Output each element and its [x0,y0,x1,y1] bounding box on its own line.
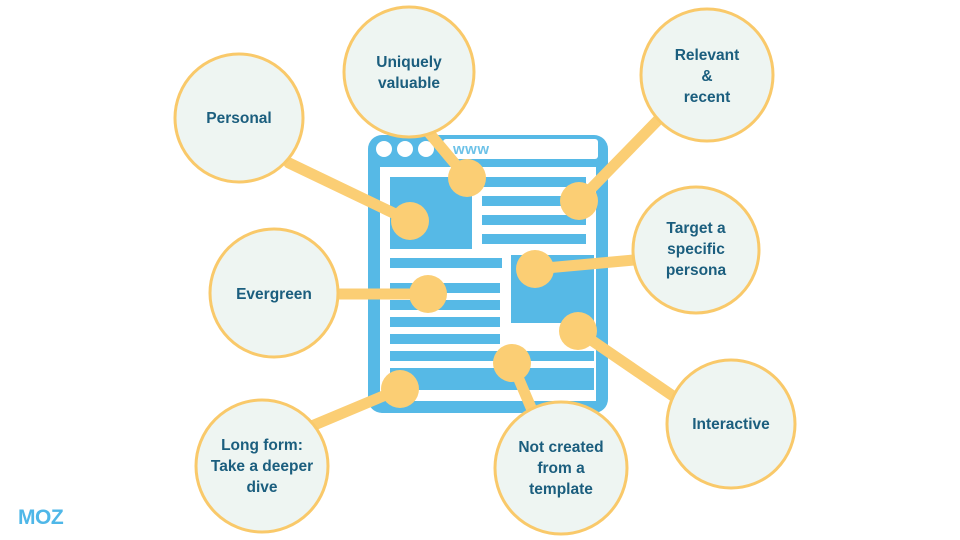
bubble-label-line: & [701,68,712,85]
bubble-label-line: persona [666,262,727,279]
wide-bar-top [390,258,502,268]
text-line-l5 [390,351,594,361]
bubble-evergreen[interactable]: Evergreen [208,227,340,359]
bubble-circle[interactable] [173,52,305,184]
node-dot-interactive [559,312,597,350]
bubble-label-line: specific [667,241,725,258]
node-dot-uniquely-valuable [448,159,486,197]
bubble-personal[interactable]: Personal [173,52,305,184]
node-dot-relevant-recent [560,182,598,220]
bubble-circle[interactable] [665,358,797,490]
footer-bar-wide [390,368,594,390]
bubble-interactive[interactable]: Interactive [665,358,797,490]
text-line-r3 [482,215,586,225]
bubble-long-form-take-a-deeper-dive[interactable]: Long form: Take a deeper dive [194,398,330,534]
bubble-circle[interactable] [194,398,330,534]
node-dot-not-created-from-template [493,344,531,382]
bubble-label-line: valuable [378,75,440,92]
browser-dot-3 [418,141,434,157]
bubble-label-line: dive [246,479,277,496]
text-line-r1 [482,177,586,187]
bubble-not-created-from-a-template[interactable]: Not created from a template [493,400,629,536]
bubble-uniquely-valuable[interactable]: Uniquely valuable [342,5,476,139]
text-line-l4 [390,334,500,344]
bubble-label-line: Evergreen [236,286,312,303]
node-dot-evergreen [409,275,447,313]
bubble-label-line: Interactive [692,416,770,433]
bubble-label-line: Long form: [221,437,303,454]
text-line-r2 [482,196,586,206]
bubble-label-line: Personal [206,110,271,127]
url-bar [443,139,598,159]
bubble-circle[interactable] [208,227,340,359]
moz-logo: MOZ [18,506,64,529]
bubble-label-line: Relevant [675,47,740,64]
connector-personal [283,157,416,227]
connector-interactive [572,325,679,402]
bubble-relevant-recent[interactable]: Relevant & recent [639,7,775,143]
bubble-circle[interactable] [342,5,476,139]
bubble-label-line: recent [684,89,731,106]
connector-relevant-recent [573,113,665,207]
text-line-l3 [390,317,500,327]
bubble-label-line: from a [537,460,585,477]
text-line-r4 [482,234,586,244]
bubble-label-line: Not created [518,439,603,456]
browser-dot-1 [376,141,392,157]
node-dot-target-specific-persona [516,250,554,288]
bubble-label-line: Take a deeper [211,458,313,475]
bubble-label-line: Uniquely [376,54,442,71]
url-bar-text: www [452,141,490,158]
bubble-circle[interactable] [639,7,775,143]
browser-dot-2 [397,141,413,157]
node-dot-personal [391,202,429,240]
bubble-label-line: template [529,481,593,498]
bubble-circle[interactable] [631,185,761,315]
bubble-target-specific-persona[interactable]: Target a specific persona [631,185,761,315]
text-line-l2 [390,300,500,310]
connector-nodes [381,159,598,408]
bubble-circle[interactable] [493,400,629,536]
bubble-label-line: Target a [666,220,726,237]
node-dot-long-form [381,370,419,408]
